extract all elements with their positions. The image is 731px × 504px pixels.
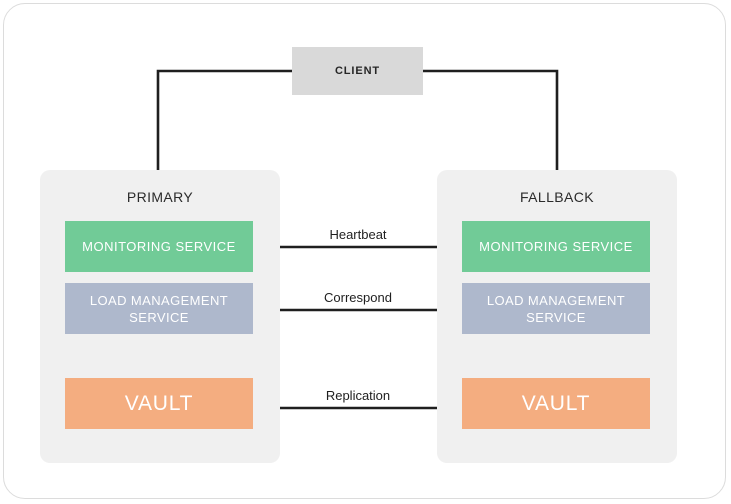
fallback-load-management-service[interactable]: LOAD MANAGEMENT SERVICE xyxy=(462,283,650,334)
fallback-vault-label: VAULT xyxy=(521,391,591,415)
primary-load-management-service-label: LOAD MANAGEMENT SERVICE xyxy=(89,292,229,325)
zone-fallback[interactable]: FALLBACK MONITORING SERVICE LOAD MANAGEM… xyxy=(437,170,677,463)
client-label: CLIENT xyxy=(334,65,381,77)
connector-client-to-fallback xyxy=(423,69,559,170)
connector-client-to-primary xyxy=(156,69,292,170)
primary-monitoring-service[interactable]: MONITORING SERVICE xyxy=(65,221,253,272)
primary-monitoring-service-label: MONITORING SERVICE xyxy=(82,239,236,254)
fallback-load-management-service-label: LOAD MANAGEMENT SERVICE xyxy=(486,292,626,325)
client-node[interactable]: CLIENT xyxy=(292,47,423,95)
primary-vault[interactable]: VAULT xyxy=(65,378,253,429)
fallback-vault[interactable]: VAULT xyxy=(462,378,650,429)
connector-label-correspond: Correspond xyxy=(324,290,392,305)
primary-vault-label: VAULT xyxy=(124,391,194,415)
zone-primary-title: PRIMARY xyxy=(126,189,194,205)
connector-label-heartbeat: Heartbeat xyxy=(329,227,387,242)
fallback-monitoring-service[interactable]: MONITORING SERVICE xyxy=(462,221,650,272)
primary-load-management-service[interactable]: LOAD MANAGEMENT SERVICE xyxy=(65,283,253,334)
zone-primary[interactable]: PRIMARY MONITORING SERVICE LOAD MANAGEME… xyxy=(40,170,280,463)
fallback-monitoring-service-label: MONITORING SERVICE xyxy=(479,239,633,254)
connector-label-replication: Replication xyxy=(325,388,391,403)
zone-fallback-title: FALLBACK xyxy=(519,189,594,205)
